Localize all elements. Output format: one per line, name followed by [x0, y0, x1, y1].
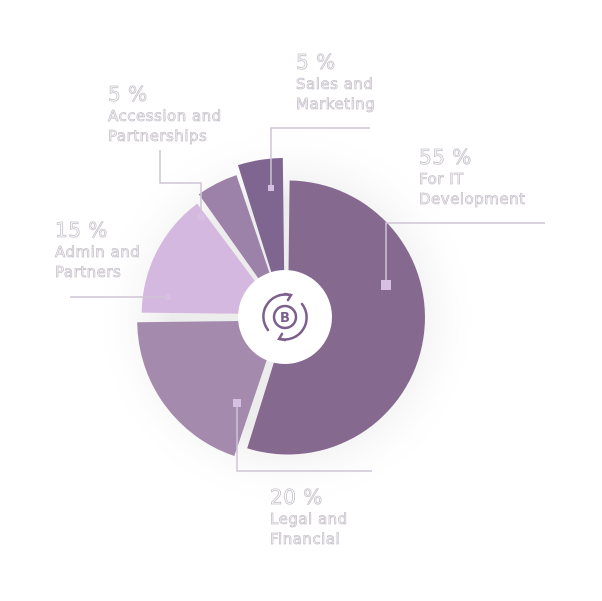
marker-accession-partnerships	[197, 213, 205, 221]
slice-label: Legal and	[270, 510, 348, 529]
bitcoin-exchange-icon: B	[262, 292, 308, 342]
slice-accession-partnerships	[198, 175, 271, 281]
svg-text:B: B	[280, 311, 290, 326]
slice-label: Partners	[55, 263, 122, 282]
center-circle	[238, 270, 332, 364]
slice-label: Partnerships	[108, 127, 208, 146]
label-it-development: 55 % For IT Development	[419, 145, 526, 209]
slice-label: For IT	[419, 170, 464, 189]
marker-sales-marketing	[268, 185, 274, 191]
slice-percent: 55 %	[419, 145, 472, 170]
label-legal-financial: 20 % Legal and Financial	[270, 485, 348, 549]
slice-label: Sales and	[296, 75, 374, 94]
marker-it-development	[381, 280, 391, 290]
slice-label: Development	[419, 190, 526, 209]
slice-percent: 5 %	[108, 82, 148, 107]
slice-percent: 15 %	[55, 218, 108, 243]
slice-label: Admin and	[55, 243, 141, 262]
marker-admin-partners	[165, 294, 171, 300]
slice-legal-financial	[137, 321, 268, 456]
marker-legal-financial	[233, 399, 241, 407]
label-sales-marketing: 5 % Sales and Marketing	[296, 50, 376, 114]
leader-line-it-development	[385, 222, 545, 285]
slice-it-development	[247, 180, 425, 455]
slice-percent: 20 %	[270, 485, 323, 510]
slice-admin-partners	[141, 203, 256, 314]
label-accession-partnerships: 5 % Accession and Partnerships	[108, 82, 222, 146]
leader-line-legal-financial	[236, 403, 372, 472]
leader-line-sales-marketing	[270, 127, 370, 188]
leader-line-accession-partnerships	[159, 150, 202, 217]
slice-label: Accession and	[108, 107, 222, 126]
slice-label: Marketing	[296, 95, 376, 114]
slice-label: Financial	[270, 530, 341, 549]
label-admin-partners: 15 % Admin and Partners	[55, 218, 141, 282]
slice-percent: 5 %	[296, 50, 336, 75]
